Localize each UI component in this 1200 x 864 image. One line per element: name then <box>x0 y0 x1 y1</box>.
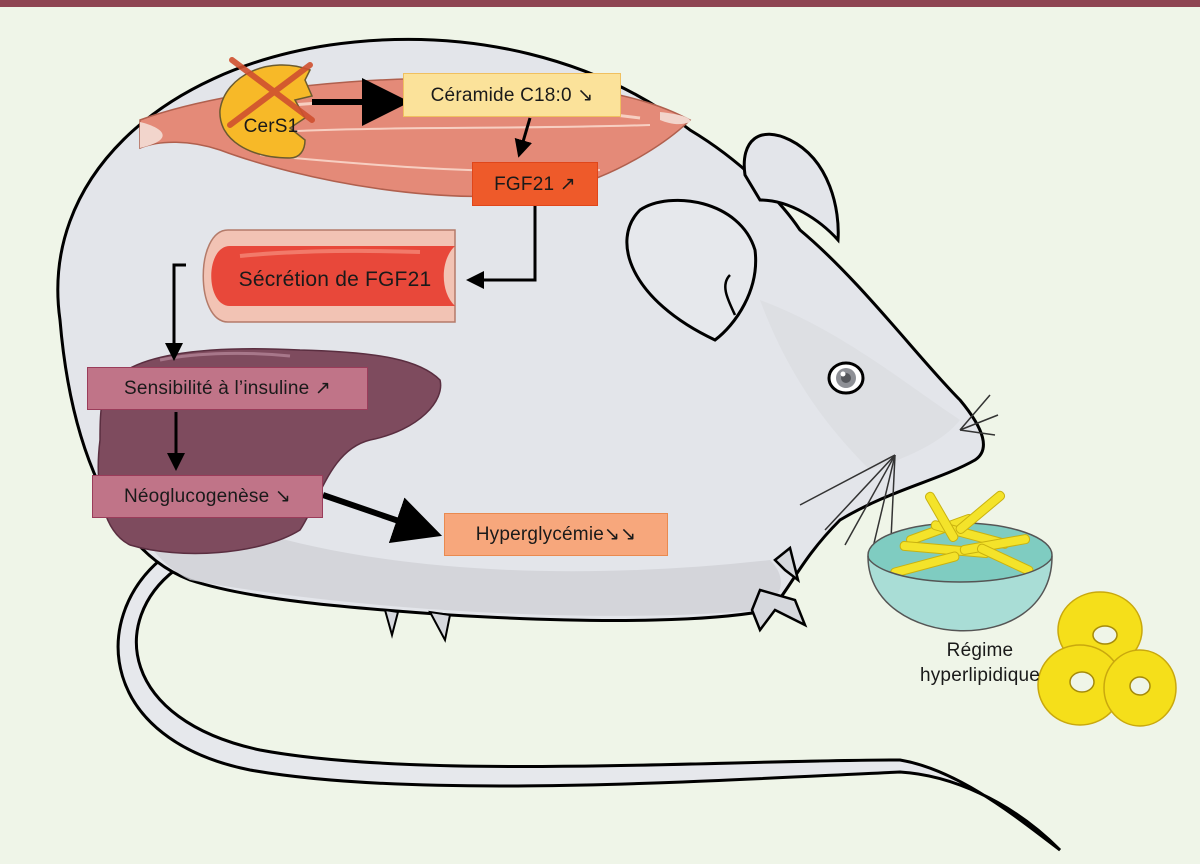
mouse-ear-back <box>742 132 840 244</box>
arrow-neo-to-hyper <box>322 492 443 543</box>
top-accent-bar <box>0 0 1200 7</box>
diet-label-line1: Régime <box>946 640 1014 661</box>
insulin-sensitivity-box: Sensibilité à l’insuline ↗ <box>87 367 368 410</box>
knockout-cross-icon <box>227 57 315 128</box>
ceramide-box: Céramide C18:0 ↘ <box>403 73 621 117</box>
belly-shadow <box>120 470 781 616</box>
fgf21-box: FGF21 ↗ <box>472 162 598 206</box>
hind-feet <box>383 608 452 643</box>
arrow-ceramide-to-fgf21 <box>514 117 533 158</box>
bowl-of-fries-illustration <box>867 490 1053 632</box>
blood-vessel <box>202 229 456 323</box>
cers1-label: CerS1 <box>243 116 299 137</box>
pathway-arrows <box>165 78 537 543</box>
donuts-illustration <box>1037 591 1177 727</box>
hyperglycemia-box: Hyperglycémie↘↘ <box>444 513 668 556</box>
mouse-tail <box>116 558 1062 852</box>
arrow-fgf21-to-secretion <box>466 206 537 289</box>
diet-label-line2: hyperlipidique <box>919 665 1041 686</box>
arrow-secretion-to-insulin <box>165 263 186 361</box>
fgf21-secretion-label: Sécrétion de FGF21 <box>238 268 432 291</box>
mouse-eye <box>827 361 865 395</box>
high-fat-diet-label: Régime hyperlipidique <box>900 633 1060 693</box>
neoglucogenesis-box: Néoglucogenèse ↘ <box>92 475 323 518</box>
mouse-ear-front <box>625 198 758 342</box>
front-paws <box>750 545 808 633</box>
